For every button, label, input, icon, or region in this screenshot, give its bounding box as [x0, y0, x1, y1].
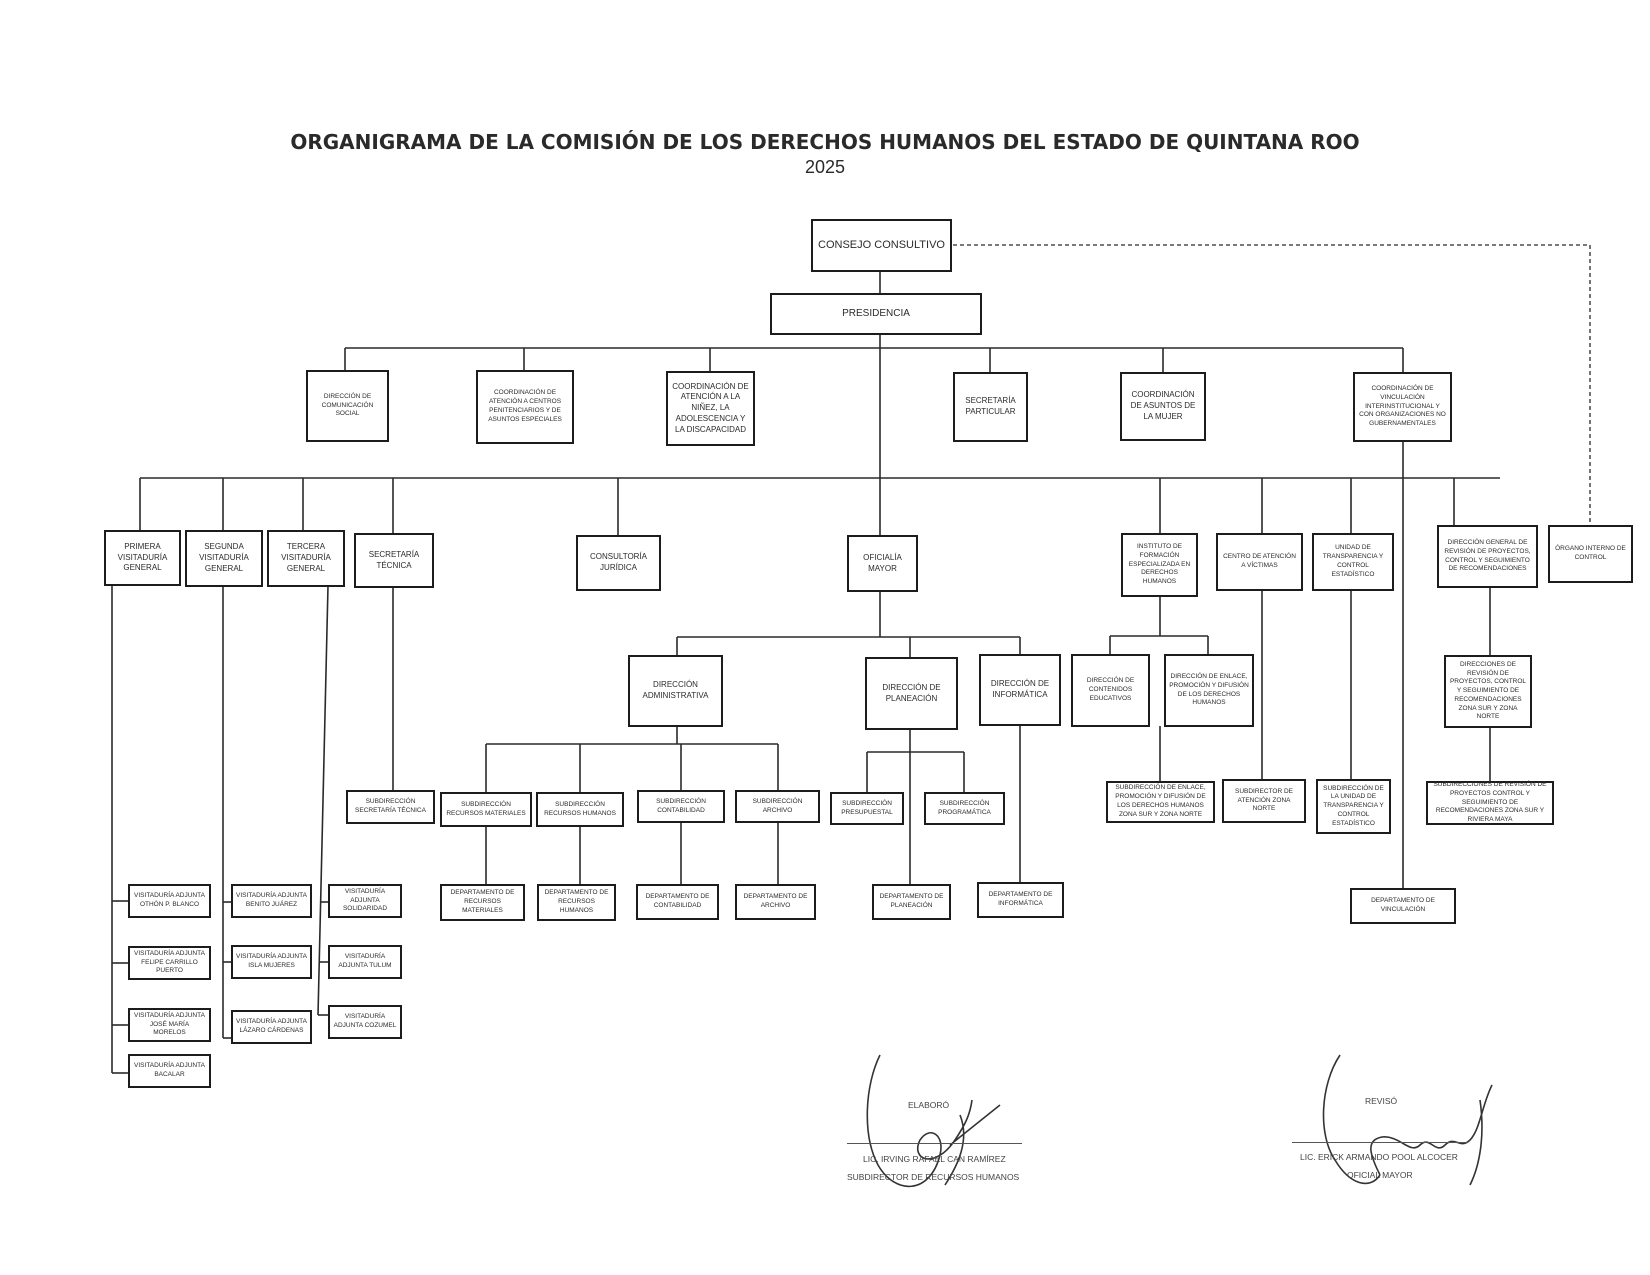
departamento-vinculacion-box: DEPARTAMENTO DE VINCULACIÓN — [1350, 888, 1456, 924]
subdirecciones-revision-box: SUBDIRECCIONES DE REVISIÓN DE PROYECTOS … — [1426, 781, 1554, 825]
signature-name-reviso: LIC. ERICK ARMANDO POOL ALCOCER — [1300, 1152, 1458, 1162]
signature-position-reviso: OFICIAL MAYOR — [1347, 1170, 1413, 1180]
signature-scribble-reviso — [1322, 1054, 1493, 1186]
signature-line-reviso — [1292, 1142, 1468, 1143]
direccion-general-revision-box: DIRECCIÓN GENERAL DE REVISIÓN DE PROYECT… — [1437, 525, 1538, 588]
unidad-transparencia-box: UNIDAD DE TRANSPARENCIA Y CONTROL ESTADÍ… — [1312, 533, 1394, 591]
coordinacion-asuntos-mujer-box: COORDINACIÓN DE ASUNTOS DE LA MUJER — [1120, 372, 1206, 441]
coordinacion-ninez-box: COORDINACIÓN DE ATENCIÓN A LA NIÑEZ, LA … — [666, 371, 755, 446]
subdireccion-presupuestal-box: SUBDIRECCIÓN PRESUPUESTAL — [830, 792, 904, 825]
signature-label-reviso: REVISÓ — [1365, 1096, 1398, 1106]
presidencia-box: PRESIDENCIA — [770, 293, 982, 335]
instituto-formacion-box: INSTITUTO DE FORMACIÓN ESPECIALIZADA EN … — [1121, 533, 1198, 597]
departamento-archivo-box: DEPARTAMENTO DE ARCHIVO — [735, 884, 816, 920]
visitaduria-adjunta-felipe-box: VISITADURÍA ADJUNTA FELIPE CARRILLO PUER… — [128, 946, 211, 980]
coordinacion-vinculacion-box: COORDINACIÓN DE VINCULACIÓN INTERINSTITU… — [1353, 372, 1452, 442]
oficialia-mayor-box: OFICIALÍA MAYOR — [847, 535, 918, 592]
visitaduria-adjunta-cozumel-box: VISITADURÍA ADJUNTA COZUMEL — [328, 1005, 402, 1039]
visitaduria-adjunta-jose-maria-box: VISITADURÍA ADJUNTA JOSÉ MARÍA MORELOS — [128, 1008, 211, 1042]
departamento-contabilidad-box: DEPARTAMENTO DE CONTABILIDAD — [636, 884, 719, 920]
subdirector-atencion-zona-norte-box: SUBDIRECTOR DE ATENCIÓN ZONA NORTE — [1222, 779, 1306, 823]
subdireccion-enlace-box: SUBDIRECCIÓN DE ENLACE, PROMOCIÓN Y DIFU… — [1106, 781, 1215, 823]
consultoria-juridica-box: CONSULTORÍA JURÍDICA — [576, 535, 661, 591]
organo-interno-control-box: ÓRGANO INTERNO DE CONTROL — [1548, 525, 1633, 583]
subdireccion-programatica-box: SUBDIRECCIÓN PROGRAMÁTICA — [924, 792, 1005, 825]
tercera-visitaduria-box: TERCERA VISITADURÍA GENERAL — [267, 530, 345, 587]
subdireccion-recursos-materiales-box: SUBDIRECCIÓN RECURSOS MATERIALES — [440, 792, 532, 827]
direccion-informatica-box: DIRECCIÓN DE INFORMÁTICA — [979, 654, 1061, 726]
signature-name-elaboro: LIC. IRVING RAFAEL CAN RAMÍREZ — [863, 1154, 1006, 1164]
direccion-contenidos-educativos-box: DIRECCIÓN DE CONTENIDOS EDUCATIVOS — [1071, 654, 1150, 727]
direccion-enlace-box: DIRECCIÓN DE ENLACE, PROMOCIÓN Y DIFUSIÓ… — [1164, 654, 1254, 727]
direccion-administrativa-box: DIRECCIÓN ADMINISTRATIVA — [628, 655, 723, 727]
visitaduria-adjunta-bacalar-box: VISITADURÍA ADJUNTA BACALAR — [128, 1054, 211, 1088]
secretaria-particular-box: SECRETARÍA PARTICULAR — [953, 372, 1028, 442]
signature-position-elaboro: SUBDIRECTOR DE RECURSOS HUMANOS — [847, 1172, 1020, 1182]
signature-line-elaboro — [847, 1143, 1022, 1144]
direcciones-revision-zona-box: DIRECCIONES DE REVISIÓN DE PROYECTOS, CO… — [1444, 655, 1532, 728]
secretaria-tecnica-box: SECRETARÍA TÉCNICA — [354, 533, 434, 588]
centro-atencion-victimas-box: CENTRO DE ATENCIÓN A VÍCTIMAS — [1216, 533, 1303, 591]
departamento-recursos-humanos-box: DEPARTAMENTO DE RECURSOS HUMANOS — [537, 884, 616, 921]
signature-label-elaboro: ELABORÓ — [908, 1100, 950, 1110]
segunda-visitaduria-box: SEGUNDA VISITADURÍA GENERAL — [185, 530, 263, 587]
direccion-planeacion-box: DIRECCIÓN DE PLANEACIÓN — [865, 657, 958, 730]
coordinacion-centros-penitenciarios-box: COORDINACIÓN DE ATENCIÓN A CENTROS PENIT… — [476, 370, 574, 444]
departamento-recursos-materiales-box: DEPARTAMENTO DE RECURSOS MATERIALES — [440, 884, 525, 921]
direccion-comunicacion-social-box: DIRECCIÓN DE COMUNICACIÓN SOCIAL — [306, 370, 389, 442]
subdireccion-secretaria-tecnica-box: SUBDIRECCIÓN SECRETARÍA TÉCNICA — [346, 790, 435, 824]
subdireccion-transparencia-box: SUBDIRECCIÓN DE LA UNIDAD DE TRANSPARENC… — [1316, 779, 1391, 834]
departamento-planeacion-box: DEPARTAMENTO DE PLANEACIÓN — [872, 884, 951, 920]
visitaduria-adjunta-isla-box: VISITADURÍA ADJUNTA ISLA MUJERES — [231, 945, 312, 979]
primera-visitaduria-box: PRIMERA VISITADURÍA GENERAL — [104, 530, 181, 586]
subdireccion-archivo-box: SUBDIRECCIÓN ARCHIVO — [735, 790, 820, 823]
page-year: 2025 — [804, 157, 846, 177]
visitaduria-adjunta-benito-box: VISITADURÍA ADJUNTA BENITO JUÁREZ — [231, 884, 312, 918]
visitaduria-adjunta-othon-box: VISITADURÍA ADJUNTA OTHÓN P. BLANCO — [128, 884, 211, 918]
visitaduria-adjunta-lazaro-box: VISITADURÍA ADJUNTA LÁZARO CÁRDENAS — [231, 1010, 312, 1044]
subdireccion-contabilidad-box: SUBDIRECCIÓN CONTABILIDAD — [637, 790, 725, 823]
page-title: ORGANIGRAMA DE LA COMISIÓN DE LOS DERECH… — [290, 130, 1360, 154]
visitaduria-adjunta-tulum-box: VISITADURÍA ADJUNTA TULUM — [328, 945, 402, 979]
subdireccion-recursos-humanos-box: SUBDIRECCIÓN RECURSOS HUMANOS — [536, 792, 624, 827]
consejo-consultivo-box: CONSEJO CONSULTIVO — [811, 219, 952, 272]
visitaduria-adjunta-solidaridad-box: VISITADURÍA ADJUNTA SOLIDARIDAD — [328, 884, 402, 918]
departamento-informatica-box: DEPARTAMENTO DE INFORMÁTICA — [977, 882, 1064, 918]
